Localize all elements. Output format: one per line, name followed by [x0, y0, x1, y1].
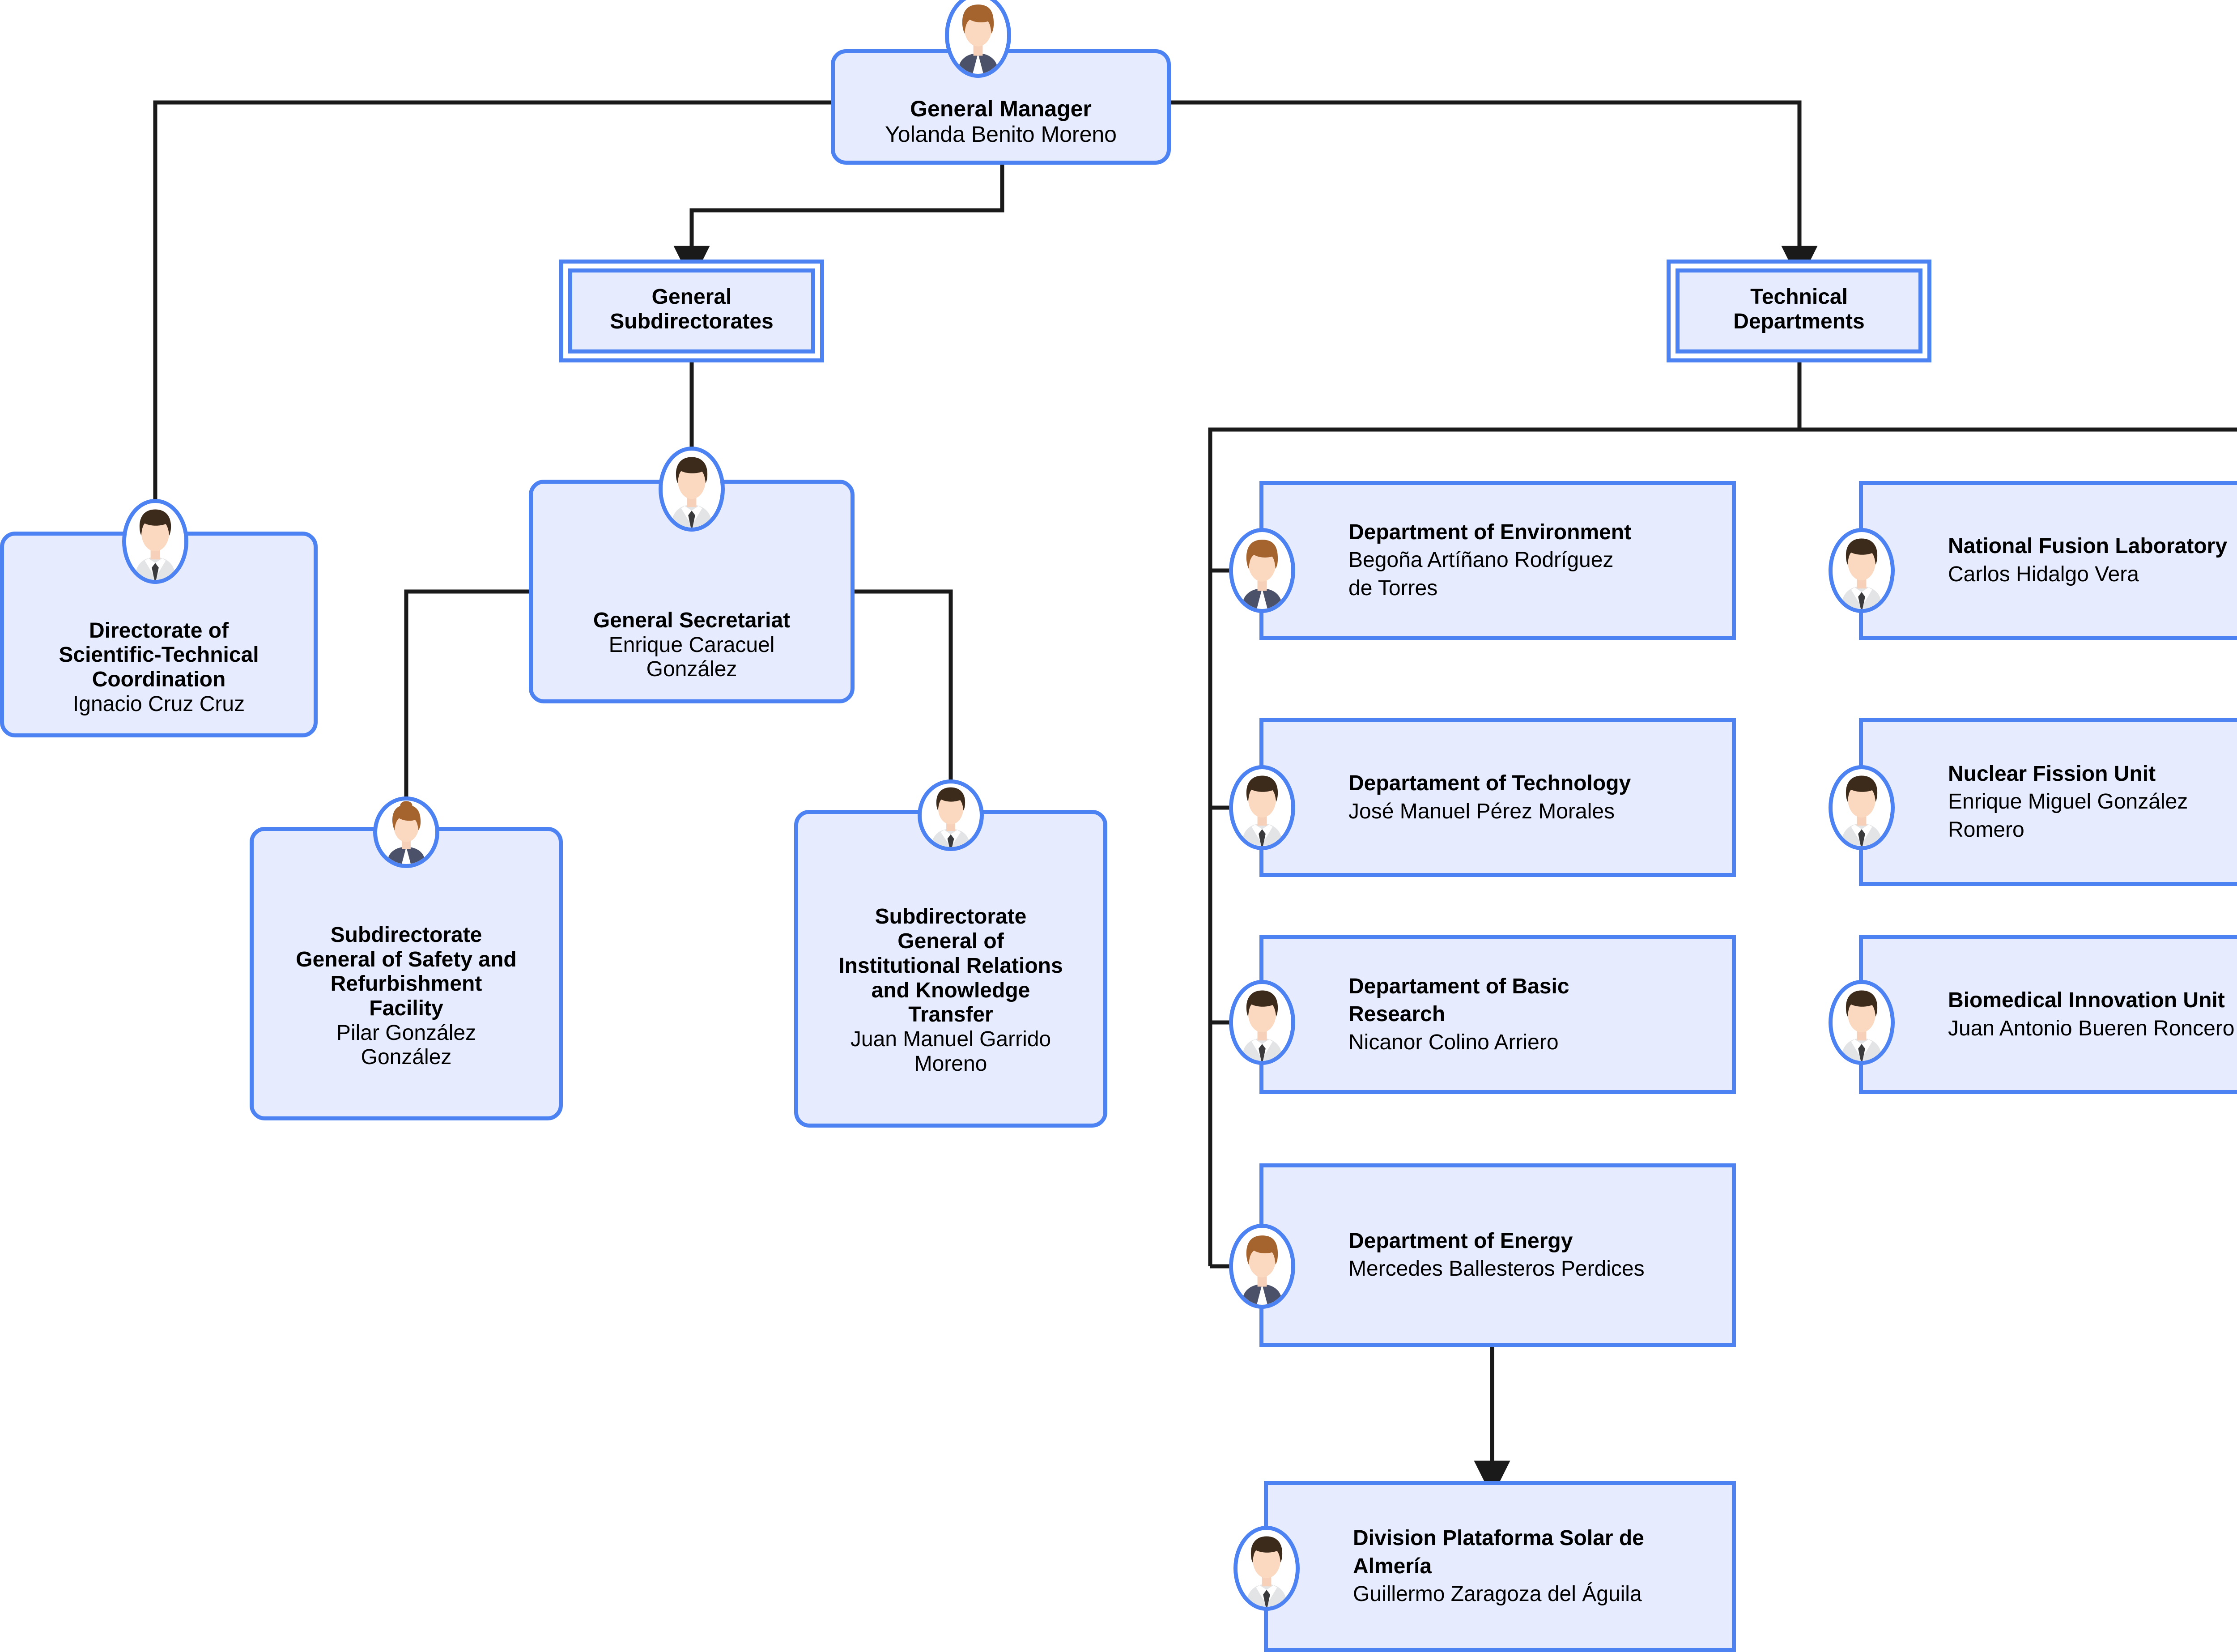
- node-person-line-1: Enrique Caracuel: [608, 633, 775, 657]
- avatar-male-dark-hair: [122, 499, 188, 584]
- avatar-male-dark-hair: [1229, 980, 1295, 1065]
- node-nuclear-fission-unit[interactable]: Nuclear Fission Unit Enrique Miguel Gonz…: [1859, 718, 2237, 886]
- node-person-line-1: Begoña Artíñano Rodríguez: [1348, 548, 1614, 572]
- node-title-line-2: Almería: [1353, 1554, 1432, 1578]
- node-title-line-1: Biomedical Innovation Unit: [1948, 988, 2225, 1013]
- node-person-line-1: Mercedes Ballesteros Perdices: [1348, 1257, 1645, 1281]
- node-title-line-2: General of: [897, 929, 1004, 954]
- node-national-fusion-laboratory[interactable]: National Fusion Laboratory Carlos Hidalg…: [1859, 481, 2237, 640]
- node-person: Yolanda Benito Moreno: [885, 122, 1117, 147]
- node-title-line-1: Nuclear Fission Unit: [1948, 762, 2156, 786]
- avatar-female-brown-hair: [945, 0, 1011, 78]
- node-person-line-2: de Torres: [1348, 576, 1438, 600]
- avatar-male-dark-hair: [1829, 980, 1895, 1065]
- node-title-line-1: Subdirectorate: [330, 923, 482, 947]
- avatar-male-dark-hair: [918, 779, 984, 851]
- node-title-line-3: Coordination: [92, 668, 226, 691]
- node-title-line-1: Departament of Technology: [1348, 771, 1631, 796]
- node-technical-departments[interactable]: Technical Departments: [1676, 268, 1922, 353]
- node-departament-of-technology[interactable]: Departament of Technology José Manuel Pé…: [1259, 718, 1736, 877]
- node-person-line-2: González: [646, 657, 737, 681]
- node-person-line-1: Pilar González: [336, 1021, 476, 1045]
- avatar-female-brown-hair: [373, 796, 439, 868]
- avatar-female-brown-hair: [1229, 1224, 1295, 1309]
- node-person-line-2: González: [361, 1045, 452, 1069]
- node-title-line-1: General: [651, 285, 732, 309]
- node-title-line-1: Directorate of: [89, 618, 229, 643]
- node-title: General Manager: [910, 96, 1092, 121]
- node-title-line-4: and Knowledge: [871, 978, 1030, 1002]
- node-person-line-2: Moreno: [914, 1052, 987, 1076]
- node-person: Ignacio Cruz Cruz: [72, 692, 245, 716]
- node-person-line-1: Nicanor Colino Arriero: [1348, 1030, 1559, 1054]
- node-person-line-1: Enrique Miguel González: [1948, 790, 2188, 814]
- node-person-line-1: Guillermo Zaragoza del Águila: [1353, 1582, 1642, 1606]
- avatar-female-brown-hair: [1229, 528, 1295, 613]
- node-subdirectorate-safety-refurbishment[interactable]: Subdirectorate General of Safety and Ref…: [250, 827, 563, 1120]
- node-title-line-2: General of Safety and: [296, 947, 517, 971]
- avatar-male-dark-hair: [659, 447, 725, 532]
- node-title-line-1: Subdirectorate: [875, 905, 1027, 929]
- node-title-line-4: Facility: [369, 996, 443, 1020]
- node-directorate-scientific-technical-coordination[interactable]: Directorate of Scientific-Technical Coor…: [0, 532, 318, 737]
- node-title-line-2: Departments: [1733, 309, 1865, 333]
- node-title-line-2: Research: [1348, 1002, 1446, 1026]
- node-general-manager[interactable]: General Manager Yolanda Benito Moreno: [831, 49, 1171, 165]
- node-person-line-2: Romero: [1948, 817, 2024, 842]
- node-departament-of-basic-research[interactable]: Departament of Basic Research Nicanor Co…: [1259, 935, 1736, 1094]
- node-title-line-1: Department of Environment: [1348, 520, 1632, 544]
- node-title-line-1: Department of Energy: [1348, 1229, 1573, 1253]
- node-biomedical-innovation-unit[interactable]: Biomedical Innovation Unit Juan Antonio …: [1859, 935, 2237, 1094]
- node-title-line-1: Technical: [1750, 285, 1848, 309]
- node-title-line-1: Division Plataforma Solar de: [1353, 1526, 1644, 1550]
- node-person-line-1: Juan Manuel Garrido: [850, 1027, 1051, 1052]
- node-title-line-2: Scientific-Technical: [59, 643, 259, 667]
- node-title: General Secretariat: [593, 608, 791, 632]
- node-person-line-1: Juan Antonio Bueren Roncero: [1948, 1016, 2235, 1040]
- node-title-line-3: Institutional Relations: [838, 954, 1063, 978]
- avatar-male-dark-hair: [1229, 765, 1295, 850]
- avatar-male-dark-hair: [1829, 765, 1895, 850]
- node-title-line-5: Transfer: [908, 1003, 993, 1027]
- node-title-line-1: National Fusion Laboratory: [1948, 534, 2228, 558]
- avatar-male-dark-hair: [1829, 528, 1895, 613]
- avatar-male-dark-hair: [1233, 1526, 1300, 1611]
- node-department-of-energy[interactable]: Department of Energy Mercedes Ballestero…: [1259, 1163, 1736, 1347]
- node-general-subdirectorates[interactable]: General Subdirectorates: [568, 268, 815, 353]
- node-title-line-3: Refurbishment: [330, 972, 482, 996]
- node-person-line-1: José Manuel Pérez Morales: [1348, 799, 1615, 823]
- node-department-of-environment[interactable]: Department of Environment Begoña Artíñan…: [1259, 481, 1736, 640]
- node-person-line-1: Carlos Hidalgo Vera: [1948, 562, 2139, 586]
- node-title-line-2: Subdirectorates: [610, 309, 774, 333]
- node-division-plataforma-solar-de-almeria[interactable]: Division Plataforma Solar de Almería Gui…: [1264, 1481, 1736, 1652]
- node-subdirectorate-institutional-relations[interactable]: Subdirectorate General of Institutional …: [794, 810, 1107, 1128]
- node-title-line-1: Departament of Basic: [1348, 974, 1569, 998]
